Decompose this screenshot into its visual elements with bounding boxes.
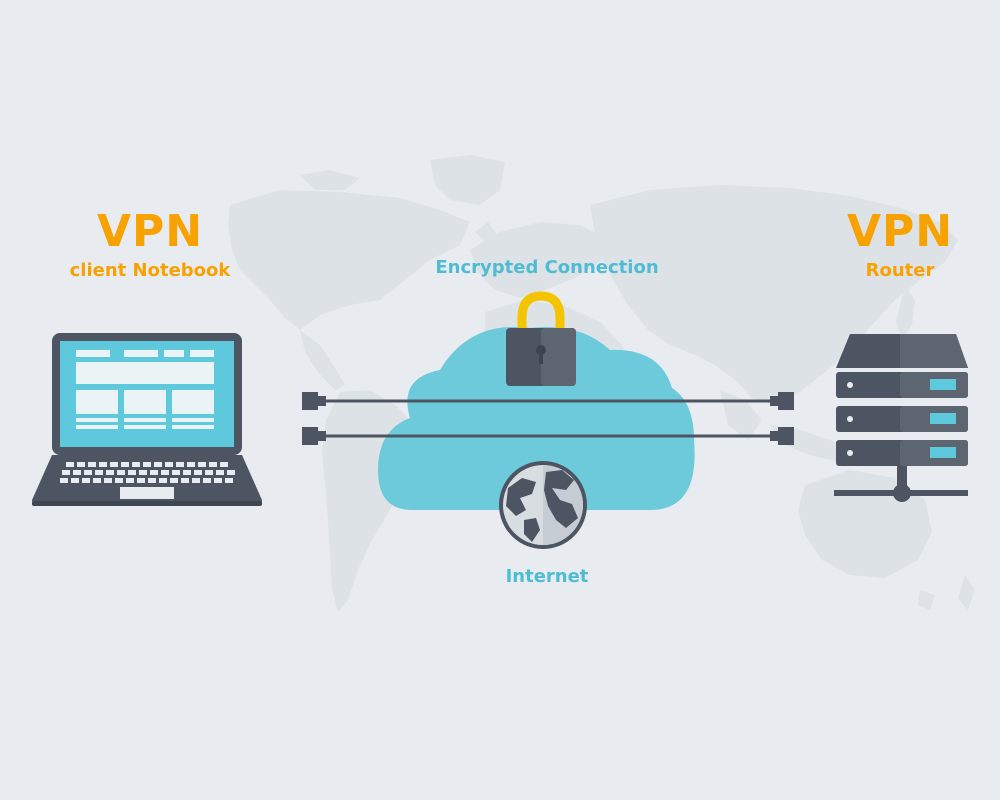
internet-label: Internet [505, 566, 589, 587]
server-rack-icon [834, 334, 968, 502]
router-subtitle: Router [865, 260, 935, 281]
padlock-icon [506, 291, 576, 386]
encrypted-connection-label: Encrypted Connection [435, 257, 659, 278]
client-vpn-title: VPN [96, 206, 204, 257]
router-vpn-title: VPN [846, 206, 954, 257]
cloud-shape [378, 326, 695, 510]
client-subtitle: client Notebook [69, 260, 231, 281]
encrypted-cables [326, 399, 770, 438]
laptop-icon [32, 333, 262, 506]
right-cable-connectors [770, 392, 794, 445]
globe-icon [499, 461, 587, 549]
left-cable-connectors [302, 392, 326, 445]
